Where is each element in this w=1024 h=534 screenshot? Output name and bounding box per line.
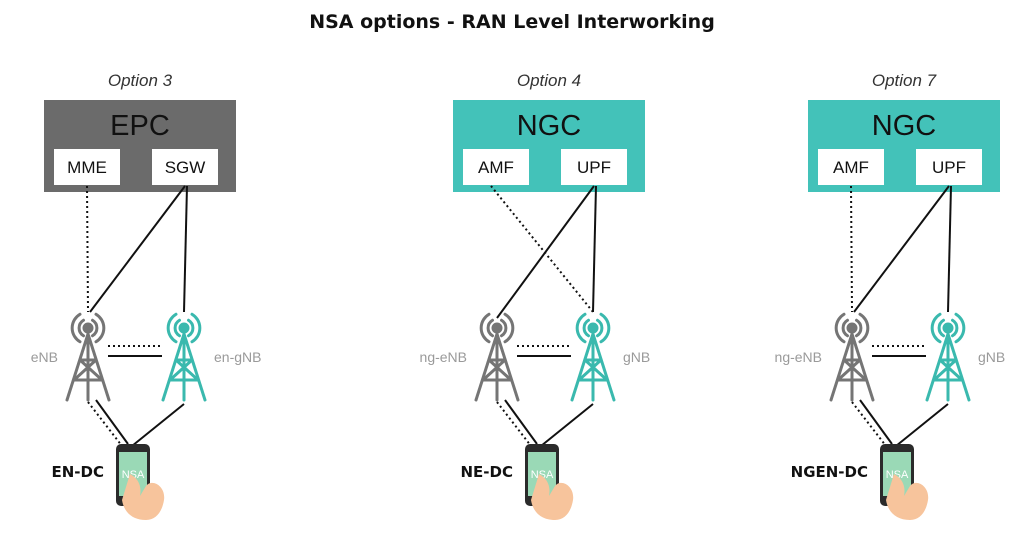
ue-control-link	[851, 401, 887, 447]
ue-phone: NSA	[116, 444, 165, 520]
ue-secondary-link	[895, 403, 949, 447]
control-function-box	[463, 149, 529, 185]
core-network-label: NGC	[872, 110, 936, 142]
ue-control-link	[87, 401, 123, 447]
user-plane-function-box	[561, 149, 627, 185]
control-plane-link	[850, 185, 853, 313]
phone-nsa-label: NSA	[886, 469, 909, 481]
lte-antenna-icon	[829, 312, 875, 402]
dual-connectivity-label: EN-DC	[52, 463, 105, 481]
user-plane-link	[947, 185, 952, 313]
option-label: Option 3	[108, 71, 173, 90]
user-plane-function-label: SGW	[165, 158, 206, 177]
hand-icon	[122, 474, 165, 520]
master-node-label: eNB	[31, 349, 58, 365]
dual-connectivity-label: NE-DC	[461, 463, 514, 481]
control-function-label: AMF	[833, 158, 869, 177]
user-plane-link	[592, 185, 597, 313]
diagram-title: NSA options - RAN Level Interworking	[309, 11, 715, 33]
core-network-label: NGC	[517, 110, 581, 142]
ue-master-link	[95, 399, 129, 445]
ue-control-link	[496, 401, 532, 447]
control-function-label: MME	[67, 158, 107, 177]
hand-icon	[886, 474, 929, 520]
interface-links	[86, 185, 188, 447]
option-label: Option 4	[517, 71, 581, 90]
control-plane-link	[490, 185, 594, 313]
option-label: Option 7	[872, 71, 937, 90]
user-plane-function-box	[916, 149, 982, 185]
ue-phone: NSA	[880, 444, 929, 520]
lte-antenna-icon	[474, 312, 520, 402]
master-node-label: ng-eNB	[420, 349, 467, 365]
phone-nsa-label: NSA	[531, 469, 554, 481]
ue-phone: NSA	[525, 444, 574, 520]
secondary-node-label: en-gNB	[214, 349, 261, 365]
user-plane-function-box	[152, 149, 218, 185]
control-plane-link	[86, 185, 89, 313]
user-plane-link	[89, 185, 186, 313]
ue-master-link	[504, 399, 538, 445]
nr-antenna-icon	[925, 312, 971, 402]
user-plane-function-label: UPF	[932, 158, 966, 177]
secondary-node-label: gNB	[978, 349, 1005, 365]
interface-links	[490, 185, 597, 447]
lte-antenna-icon	[65, 312, 111, 402]
user-plane-link	[853, 185, 950, 313]
dual-connectivity-label: NGEN-DC	[791, 463, 868, 481]
hand-icon	[531, 474, 574, 520]
secondary-node-label: gNB	[623, 349, 650, 365]
control-function-label: AMF	[478, 158, 514, 177]
user-plane-link	[183, 185, 188, 313]
control-function-box	[54, 149, 120, 185]
ue-secondary-link	[131, 403, 185, 447]
user-plane-function-label: UPF	[577, 158, 611, 177]
nr-antenna-icon	[161, 312, 207, 402]
user-plane-link	[496, 185, 595, 319]
core-network-label: EPC	[110, 110, 170, 142]
control-function-box	[818, 149, 884, 185]
ue-master-link	[859, 399, 893, 445]
nr-antenna-icon	[570, 312, 616, 402]
master-node-label: ng-eNB	[775, 349, 822, 365]
phone-nsa-label: NSA	[122, 469, 145, 481]
interface-links	[850, 185, 952, 447]
ue-secondary-link	[540, 403, 594, 447]
